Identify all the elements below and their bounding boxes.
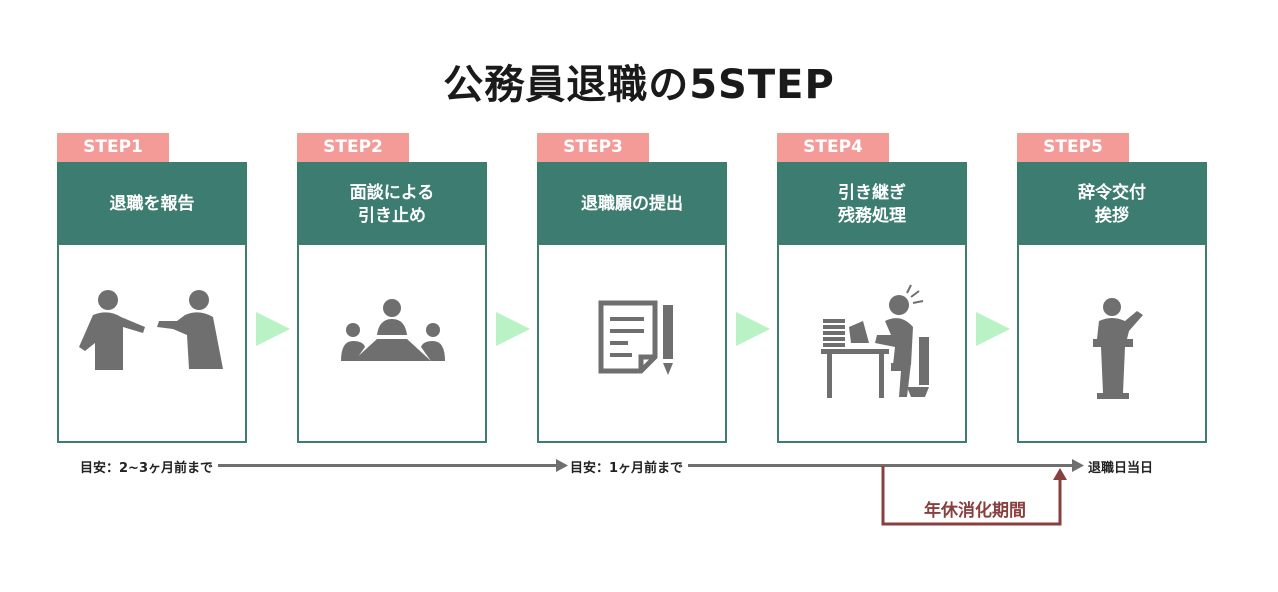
two-people-talking-icon bbox=[59, 247, 245, 441]
vacation-period-label: 年休消化期間 bbox=[924, 501, 1026, 521]
step-tag: STEP4 bbox=[777, 133, 889, 162]
step-heading-line1: 面談による bbox=[349, 182, 435, 203]
step-card: 辞令交付 挨拶 bbox=[1017, 162, 1207, 443]
timeline-start-label: 目安：2~3ヶ月前まで bbox=[80, 461, 213, 476]
next-step-arrow-icon bbox=[736, 312, 770, 346]
timeline-end-label: 退職日当日 bbox=[1088, 461, 1154, 476]
next-step-arrow-icon bbox=[256, 312, 290, 346]
timeline-arrowhead-icon bbox=[556, 459, 568, 472]
timeline-middle-label: 目安：1ヶ月前まで bbox=[570, 461, 684, 476]
step-heading: 辞令交付 挨拶 bbox=[1019, 164, 1205, 245]
step-heading: 退職を報告 bbox=[59, 164, 245, 245]
step-card: 退職願の提出 bbox=[537, 162, 727, 443]
next-step-arrow-icon bbox=[976, 312, 1010, 346]
step-heading-line1: 退職願の提出 bbox=[581, 194, 683, 214]
person-at-desk-icon bbox=[779, 247, 965, 441]
timeline-line bbox=[218, 464, 558, 467]
step-heading-line2: 引き止め bbox=[358, 205, 426, 226]
step-tag: STEP1 bbox=[57, 133, 169, 162]
step-tag: STEP5 bbox=[1017, 133, 1129, 162]
timeline-arrowhead-icon bbox=[1072, 459, 1084, 472]
timeline-line bbox=[688, 464, 1074, 467]
next-step-arrow-icon bbox=[496, 312, 530, 346]
step-card: 引き継ぎ 残務処理 bbox=[777, 162, 967, 443]
step-tag: STEP2 bbox=[297, 133, 409, 162]
step-tag: STEP3 bbox=[537, 133, 649, 162]
step-heading: 面談による 引き止め bbox=[299, 164, 485, 245]
step-heading-line2: 残務処理 bbox=[838, 205, 906, 226]
step-heading-line1: 引き継ぎ bbox=[838, 182, 906, 203]
step-card: 退職を報告 bbox=[57, 162, 247, 443]
speaker-podium-icon bbox=[1019, 247, 1205, 441]
step-card: 面談による 引き止め bbox=[297, 162, 487, 443]
meeting-table-icon bbox=[299, 247, 485, 441]
step-heading: 引き継ぎ 残務処理 bbox=[779, 164, 965, 245]
step-heading-line2: 挨拶 bbox=[1095, 205, 1129, 226]
step-heading: 退職願の提出 bbox=[539, 164, 725, 245]
step-heading-line1: 退職を報告 bbox=[109, 194, 195, 214]
document-pen-icon bbox=[539, 247, 725, 441]
vacation-bracket bbox=[881, 466, 1067, 526]
page-title: 公務員退職の5STEP bbox=[443, 62, 835, 108]
step-heading-line1: 辞令交付 bbox=[1078, 182, 1146, 203]
